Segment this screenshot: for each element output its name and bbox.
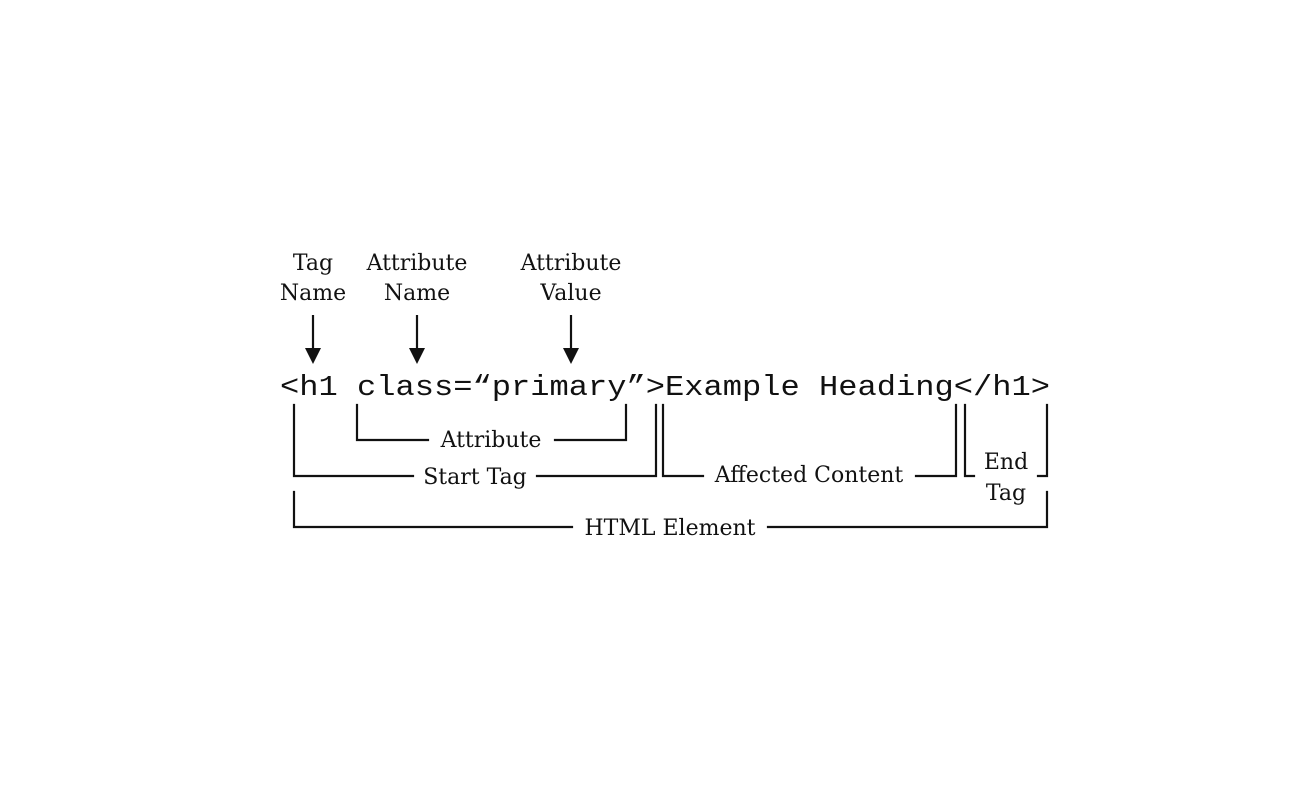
bracket-affected-content xyxy=(661,403,958,478)
label-attribute-value-line2: Value xyxy=(539,281,601,306)
bracket-start-tag xyxy=(292,403,658,478)
label-affected-content: Affected Content xyxy=(714,463,904,488)
label-end-tag-line1: End xyxy=(984,450,1028,475)
label-attribute-name-line2: Name xyxy=(384,281,450,306)
code-line: <h1 class=“primary”>Example Heading</h1> xyxy=(280,371,1050,404)
label-attribute: Attribute xyxy=(440,428,542,453)
arrow-attribute-name xyxy=(409,315,425,364)
bracket-html-element xyxy=(292,490,1049,529)
bracket-end-tag xyxy=(963,403,1049,478)
label-start-tag: Start Tag xyxy=(423,465,527,490)
label-attribute-name-line1: Attribute xyxy=(366,251,468,276)
arrow-attribute-value xyxy=(563,315,579,364)
label-html-element: HTML Element xyxy=(585,516,756,541)
label-tag-name-line2: Name xyxy=(280,281,346,306)
bracket-attribute xyxy=(355,403,628,442)
label-end-tag-line2: Tag xyxy=(986,481,1026,506)
arrow-tag-name xyxy=(305,315,321,364)
label-attribute-value-line1: Attribute xyxy=(520,251,622,276)
label-tag-name-line1: Tag xyxy=(293,251,333,276)
